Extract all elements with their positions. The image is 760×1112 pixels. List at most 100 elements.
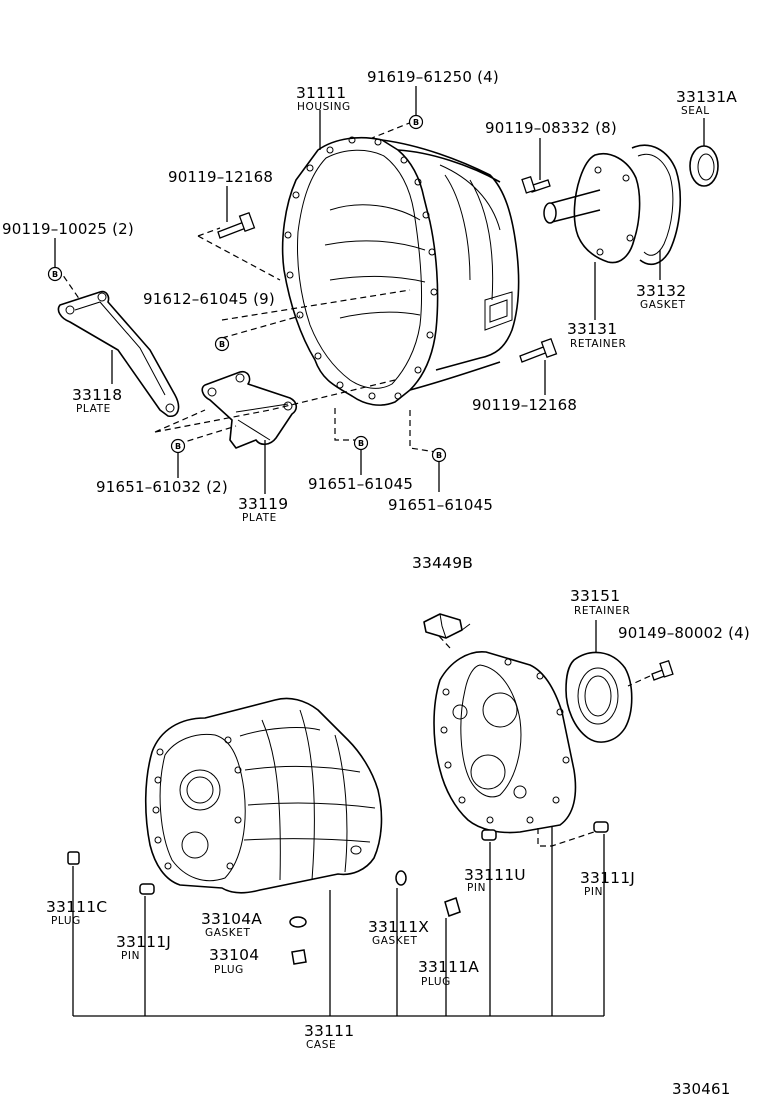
label-91619-61250: 91619–61250 (4) [367,68,499,86]
svg-text:33111U: 33111U [464,866,526,884]
diagram-id: 330461 [672,1080,730,1098]
svg-text:B: B [358,439,364,448]
leader-lines-top [54,86,705,494]
label-33119: 33119 PLATE [238,495,288,524]
plate-33119-drawing [201,370,298,449]
svg-text:PLUG: PLUG [421,976,451,988]
svg-text:PLATE: PLATE [242,512,277,524]
pin-33111j-left-drawing [139,883,155,895]
mark-b-icon: B [408,114,424,130]
svg-text:33119: 33119 [238,495,288,513]
label-33111u: 33111U PIN [464,866,526,894]
svg-text:PIN: PIN [467,882,486,894]
plug-33104-drawing [291,949,307,965]
svg-text:33104A: 33104A [201,910,262,928]
label-90119-08332: 90119–08332 (8) [485,119,617,137]
mark-b-icon: B [431,447,447,463]
svg-text:31111: 31111 [296,84,346,102]
bolt-90119-12168-top-drawing [217,211,256,239]
label-90119-10025: 90119–10025 (2) [2,220,134,238]
label-33111j-left: 33111J PIN [116,933,171,962]
seal-33131a-drawing [689,145,719,187]
label-90119-12168-mid: 90119–12168 [472,396,577,414]
pin-33111j-right-drawing [593,821,609,833]
svg-text:PLUG: PLUG [51,915,81,927]
label-33111: 33111 CASE [304,1022,354,1051]
label-33151: 33151 RETAINER [570,587,630,617]
svg-text:B: B [219,340,225,349]
label-91651-61045-b: 91651–61045 [388,496,493,514]
svg-text:B: B [175,442,181,451]
part-33449b-drawing [423,613,471,639]
plug-33111c-drawing [67,851,80,865]
transmission-case-drawing [144,697,383,894]
retainer-33131-drawing [543,153,641,264]
label-33131a: 33131A SEAL [676,88,737,117]
svg-text:33132: 33132 [636,282,686,300]
svg-text:33118: 33118 [72,386,122,404]
svg-text:33131A: 33131A [676,88,737,106]
mark-b-icon: B [47,266,63,282]
label-91651-61045-a: 91651–61045 [308,475,413,493]
svg-text:GASKET: GASKET [372,935,418,947]
label-33131: 33131 RETAINER [567,320,626,350]
mark-b-symbols: B B B B B B [47,114,447,463]
svg-text:B: B [413,118,419,127]
svg-text:HOUSING: HOUSING [297,101,351,113]
leader-lines-bottom [72,620,605,1017]
label-33111c: 33111C PLUG [46,898,107,927]
label-33111j-right: 33111J PIN [580,869,635,898]
clutch-housing-drawing [281,136,520,406]
mark-b-icon: B [214,336,230,352]
label-91651-61032: 91651–61032 (2) [96,478,228,496]
dashed-guide-lines-bottom [437,634,651,847]
svg-text:33131: 33131 [567,320,617,338]
svg-text:33111J: 33111J [116,933,171,951]
svg-text:RETAINER: RETAINER [574,605,630,617]
label-33111x: 33111X GASKET [368,918,429,947]
gasket-33132-drawing [631,144,682,266]
svg-text:33111A: 33111A [418,958,479,976]
svg-text:PLATE: PLATE [76,403,111,415]
svg-text:PLUG: PLUG [214,964,244,976]
svg-text:SEAL: SEAL [681,105,710,117]
svg-text:B: B [52,270,58,279]
gasket-33111x-drawing [395,870,407,886]
bolt-90149-80002-drawing [651,659,674,681]
svg-text:33111: 33111 [304,1022,354,1040]
svg-text:33111C: 33111C [46,898,107,916]
svg-text:33104: 33104 [209,946,259,964]
part-labels: 31111 HOUSING 91619–61250 (4) 33131A SEA… [2,68,750,1098]
svg-text:RETAINER: RETAINER [570,338,626,350]
retainer-33151-drawing [565,651,633,743]
label-33449b: 33449B [412,554,473,572]
svg-text:33111X: 33111X [368,918,429,936]
label-33118: 33118 PLATE [72,386,122,415]
svg-text:GASKET: GASKET [640,299,686,311]
label-33111a: 33111A PLUG [418,958,479,988]
mark-b-icon: B [353,435,369,451]
svg-text:PIN: PIN [121,950,140,962]
plate-33118-drawing [57,290,180,418]
svg-text:GASKET: GASKET [205,927,251,939]
plug-33111a-drawing [444,897,461,917]
label-90119-12168-top: 90119–12168 [168,168,273,186]
bolt-90119-12168-mid-drawing [519,337,558,363]
svg-text:PIN: PIN [584,886,603,898]
dashed-guide-lines-top [57,121,437,453]
bolt-90119-08332-drawing [521,175,551,194]
label-33104: 33104 PLUG [209,946,259,976]
svg-text:33111J: 33111J [580,869,635,887]
gasket-33104a-drawing [289,916,307,928]
pin-33111u-drawing [481,829,497,841]
adapter-plate-drawing [433,651,577,834]
label-90149-80002: 90149–80002 (4) [618,624,750,642]
label-91612-61045: 91612–61045 (9) [143,290,275,308]
mark-b-icon: B [170,438,186,454]
label-31111: 31111 HOUSING [296,84,351,113]
label-33104a: 33104A GASKET [201,910,262,939]
svg-text:33151: 33151 [570,587,620,605]
label-33132: 33132 GASKET [636,282,686,311]
svg-text:B: B [436,451,442,460]
